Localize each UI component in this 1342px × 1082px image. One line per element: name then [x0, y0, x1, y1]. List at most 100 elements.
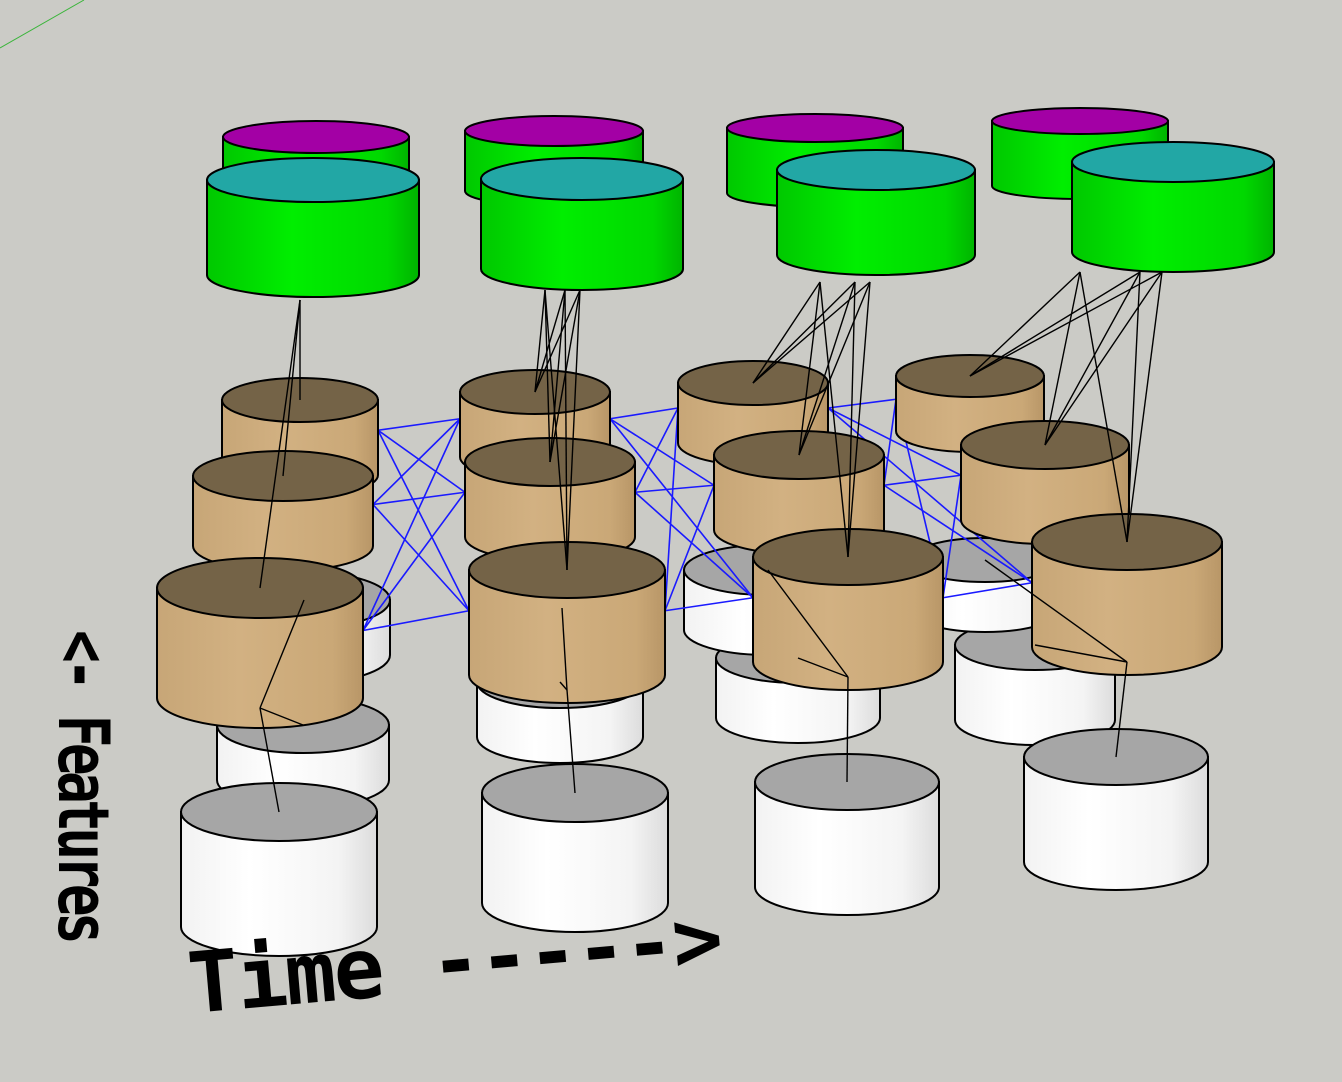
recurrent-edge-t1-h3-h1 [362, 418, 461, 631]
cylinder-side [1023, 756, 1209, 891]
recurrent-edge-t1-h1-h1 [377, 417, 461, 432]
output-edge-t3-f1-o1 [752, 281, 821, 384]
output-edge-t4-f1-o2 [969, 271, 1141, 377]
output-edge-t2-f3-o2 [564, 289, 568, 571]
input-node-t1-f3 [180, 782, 378, 957]
output-edge-t4-f3-o2 [1126, 271, 1141, 543]
input-edge-t4-f3 [1115, 661, 1128, 758]
cylinder-side [1071, 161, 1275, 273]
output-edge-t3-f3-o3 [847, 281, 871, 558]
input-edge-t3-f1 [797, 657, 849, 678]
output-edge-t3-f3-o1 [819, 281, 849, 558]
cylinder-side [752, 556, 944, 691]
input-edge-t1-f2 [259, 599, 305, 709]
output-edge-t3-f1-o2 [752, 281, 856, 384]
recurrent-edge-t2-h2-h2 [634, 484, 715, 494]
cylinder-top [1071, 141, 1275, 183]
input-edge-t4-f2 [984, 559, 1128, 663]
output-node-a-t3 [776, 149, 976, 276]
hidden-output-connections [259, 271, 1163, 589]
output-edge-t4-f2-o3 [1044, 271, 1163, 446]
recurrent-edge-t2-h1-h1 [609, 407, 679, 420]
output-edge-t2-f1-o3 [534, 289, 581, 393]
cylinder-top [464, 115, 644, 147]
cylinder-top [776, 149, 976, 191]
recurrent-edge-t3-h2-h1 [883, 399, 897, 486]
recurrent-edge-t2-h1-h3 [609, 418, 754, 599]
recurrent-edge-t1-h2-h2 [372, 491, 466, 506]
input-edge-t2-f1 [559, 681, 568, 691]
input-edge-t2-f3 [566, 689, 576, 794]
input-hidden-connections [259, 559, 1128, 813]
cylinder-top [480, 157, 684, 201]
axis-guide-line [0, 0, 85, 49]
cylinder-side [776, 169, 976, 276]
cylinder-side [468, 569, 666, 704]
recurrent-edge-t2-h3-h1 [664, 407, 679, 611]
output-edge-t3-f3-o2 [847, 281, 856, 558]
recurrent-edge-t2-h3-h3 [664, 596, 754, 612]
output-edge-t4-f3-o1 [1079, 271, 1128, 543]
output-edge-t4-f2-o2 [1044, 271, 1141, 446]
recurrent-edge-t2-h3-h2 [664, 484, 715, 612]
recurrent-edge-t1-h2-h1 [372, 418, 461, 506]
recurrent-edge-t3-h1-h3 [827, 407, 1033, 584]
recurrent-edge-t2-h2-h1 [634, 407, 679, 493]
recurrent-edge-t1-h3-h2 [362, 491, 466, 631]
output-edge-t4-f3-o3 [1126, 271, 1163, 543]
output-edge-t3-f2-o3 [798, 281, 871, 456]
cylinder-side [206, 179, 420, 298]
recurrent-edge-t3-h3-h2 [942, 475, 962, 598]
output-edge-t2-f3-o1 [544, 289, 568, 571]
output-edge-t3-f2-o1 [798, 281, 821, 456]
output-edge-t4-f2-o1 [1044, 271, 1081, 446]
recurrent-edge-t3-h3-h3 [942, 581, 1033, 599]
output-edge-t4-f1-o3 [969, 271, 1163, 377]
recurrent-edge-t1-h2-h3 [372, 503, 470, 612]
cylinder-side [481, 792, 669, 933]
recurrent-edge-t3-h1-h1 [827, 398, 897, 409]
recurrent-edge-t3-h1-h2 [827, 407, 962, 476]
cylinder-side [754, 781, 940, 916]
recurrent-connections [362, 398, 1033, 632]
output-node-a-t1 [206, 157, 420, 298]
output-edge-t2-f1-o2 [534, 289, 566, 393]
input-edge-t1-f3 [259, 707, 280, 813]
hidden-node-t4-f3 [1031, 513, 1223, 676]
hidden-node-t2-f3 [468, 541, 666, 704]
cylinder-top [726, 113, 904, 143]
input-edge-t2-f2 [561, 607, 568, 691]
input-edge-t3-f2 [767, 569, 849, 678]
recurrent-edge-t1-h1-h2 [377, 429, 466, 493]
recurrent-edge-t3-h2-h2 [883, 474, 962, 487]
output-edge-t3-f1-o3 [752, 281, 871, 384]
input-edge-t4-f1 [1034, 644, 1128, 663]
output-edge-t2-f2-o1 [544, 289, 551, 463]
cylinder-top [206, 157, 420, 203]
recurrent-edge-t1-h1-h3 [377, 429, 470, 612]
output-edge-t2-f1-o1 [534, 289, 546, 393]
node-layer [156, 107, 1275, 957]
output-edge-t1-f2-o1 [282, 299, 301, 477]
cylinder-top [222, 120, 410, 154]
output-node-a-t4 [1071, 141, 1275, 273]
cylinder-side [480, 178, 684, 291]
output-edge-t4-f1-o1 [969, 271, 1081, 377]
input-edge-t1-f1 [259, 707, 304, 726]
output-node-a-t2 [480, 157, 684, 291]
output-edge-t2-f2-o2 [549, 289, 566, 463]
features-axis-label: <- Features [42, 630, 124, 941]
cylinder-side [1031, 541, 1223, 676]
cylinder-top [991, 107, 1169, 135]
cylinder-side [180, 811, 378, 957]
output-edge-t2-f3-o3 [566, 289, 581, 571]
recurrent-edge-t3-h2-h3 [883, 484, 1033, 584]
output-edge-t3-f2-o2 [798, 281, 856, 456]
recurrent-edge-t1-h3-h3 [362, 609, 470, 632]
recurrent-edge-t2-h1-h2 [609, 418, 715, 486]
input-edge-t3-f3 [846, 676, 849, 783]
recurrent-edge-t2-h2-h3 [634, 491, 754, 599]
output-edge-t1-f3-o1 [259, 299, 301, 589]
